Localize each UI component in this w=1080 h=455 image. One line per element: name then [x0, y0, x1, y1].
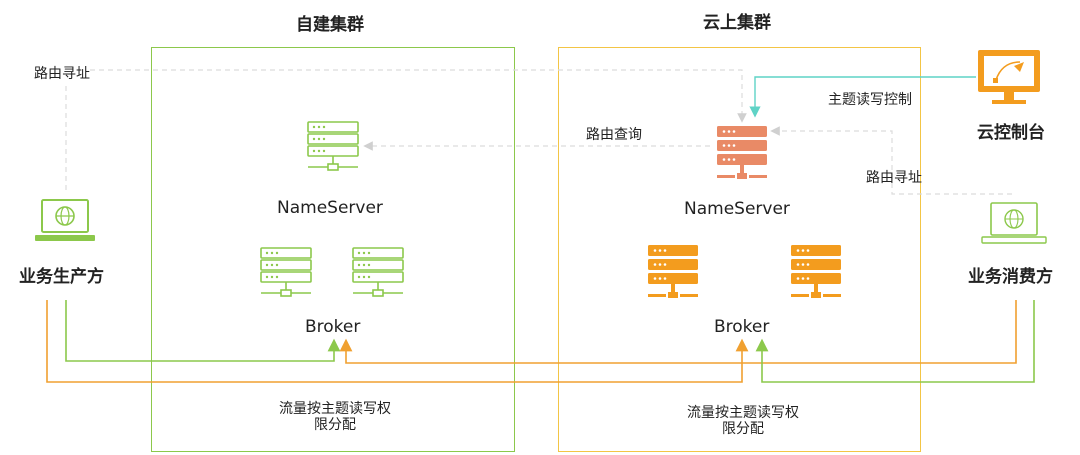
- route-addressing-left-label: 路由寻址: [34, 63, 90, 83]
- producer-label: 业务生产方: [19, 267, 104, 287]
- self-nameserver-label: NameServer: [277, 198, 383, 218]
- laptop-globe-icon: [35, 199, 95, 241]
- cloud-broker-server-icon-1: [648, 245, 698, 298]
- self-broker-server-icon-2: [352, 247, 404, 297]
- self-built-cluster-title: 自建集群: [296, 15, 364, 35]
- self-nameserver-server-icon: [307, 121, 359, 171]
- self-broker-label: Broker: [305, 317, 361, 337]
- topic-rw-control-label: 主题读写控制: [828, 92, 912, 108]
- cloud-cluster-title: 云上集群: [703, 13, 771, 33]
- route-addressing-left-line: [65, 69, 747, 190]
- self-broker-server-icon-1: [260, 247, 312, 297]
- console-monitor-icon: [978, 50, 1040, 104]
- route-addressing-right-label: 路由寻址: [866, 170, 922, 186]
- cloud-permission-line2: 限分配: [722, 421, 764, 437]
- console-label: 云控制台: [977, 123, 1045, 143]
- cloud-permission-note: 流量按主题读写权 限分配: [678, 405, 808, 437]
- self-permission-line2: 限分配: [314, 417, 356, 433]
- producer-to-self-broker: [65, 300, 341, 362]
- self-built-cluster-box: [151, 47, 515, 452]
- route-query-label: 路由查询: [586, 127, 642, 143]
- topic-rw-control-line: [749, 76, 976, 118]
- cloud-nameserver-label: NameServer: [684, 199, 790, 219]
- self-permission-note: 流量按主题读写权 限分配: [270, 401, 400, 433]
- consumer-label: 业务消费方: [968, 267, 1053, 287]
- cloud-cluster-box: [558, 47, 921, 452]
- producer-to-cloud-broker: [46, 300, 749, 383]
- self-permission-line1: 流量按主题读写权: [279, 401, 391, 417]
- cloud-permission-line1: 流量按主题读写权: [687, 405, 799, 421]
- laptop-globe-icon: [981, 202, 1047, 244]
- consumer-to-self-broker: [339, 300, 1017, 364]
- consumer-to-cloud-broker: [755, 300, 1035, 383]
- cloud-broker-server-icon-2: [791, 245, 841, 298]
- cloud-broker-label: Broker: [714, 317, 770, 337]
- cloud-nameserver-server-icon: [717, 126, 767, 179]
